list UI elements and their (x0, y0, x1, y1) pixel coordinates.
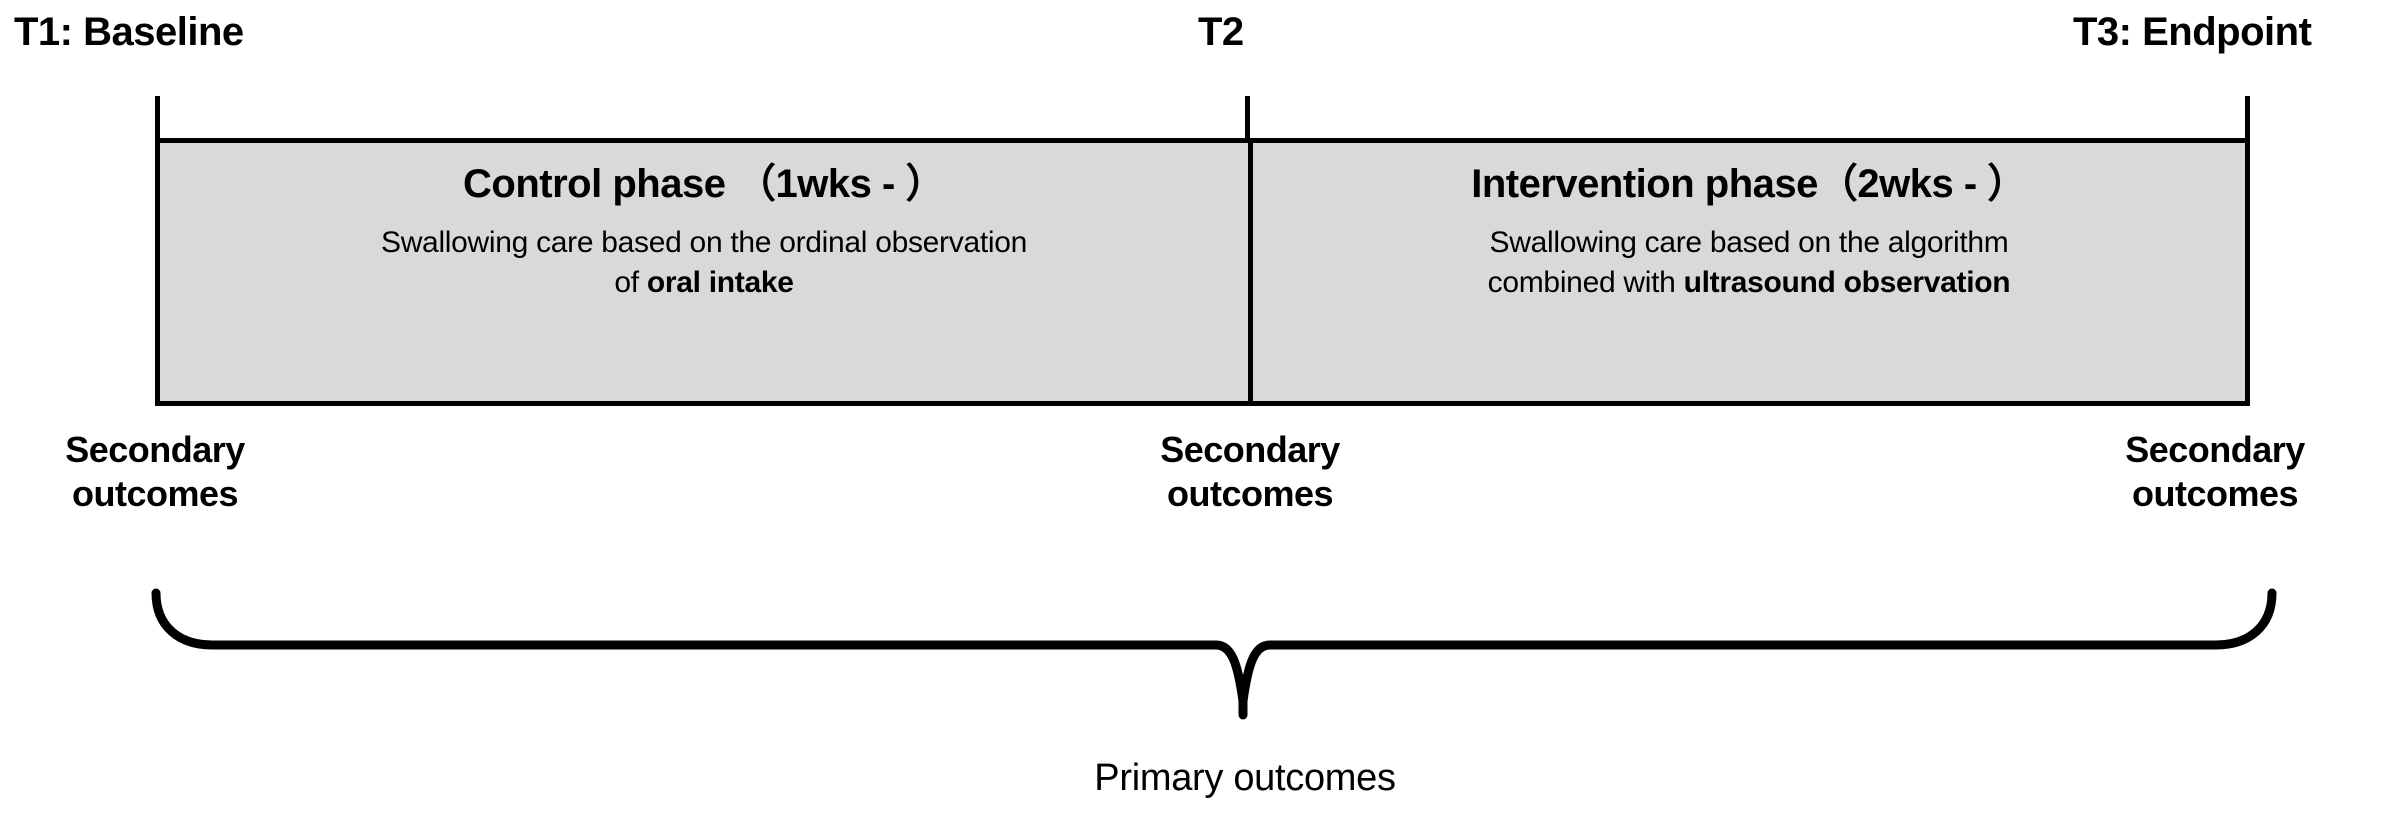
phase-intervention-description: Swallowing care based on the algorithm c… (1488, 223, 2011, 303)
phase-bar: Control phase （1wks - ） Swallowing care … (155, 138, 2250, 406)
phase-intervention: Intervention phase（2wks - ） Swallowing c… (1253, 143, 2245, 401)
phase-control-description: Swallowing care based on the ordinal obs… (381, 223, 1027, 303)
span-brace (151, 588, 2277, 720)
primary-outcomes-label: Primary outcomes (1094, 757, 1396, 799)
timepoint-tick-t1 (155, 96, 160, 142)
phase-intervention-description-emphasis: ultrasound observation (1683, 266, 2011, 299)
secondary-outcomes-label-t1: Secondary outcomes (65, 429, 245, 514)
timepoint-tick-t2 (1245, 96, 1250, 142)
phase-control-description-prefix: Swallowing care based on the ordinal obs… (380, 226, 1027, 299)
phase-control-title: Control phase （1wks - ） (463, 162, 945, 206)
phase-intervention-title: Intervention phase（2wks - ） (1471, 162, 2027, 206)
phase-control: Control phase （1wks - ） Swallowing care … (160, 143, 1253, 401)
timepoint-label-t2: T2 (1198, 10, 1244, 54)
timepoint-tick-t3 (2245, 96, 2250, 142)
secondary-outcomes-label-t2: Secondary outcomes (1160, 429, 1340, 514)
timepoint-label-t3: T3: Endpoint (2073, 10, 2312, 54)
phase-control-description-emphasis: oral intake (646, 266, 794, 299)
timepoint-label-t1: T1: Baseline (14, 10, 244, 54)
secondary-outcomes-label-t3: Secondary outcomes (2125, 429, 2305, 514)
phase-intervention-description-prefix: Swallowing care based on the algorithm c… (1487, 226, 2009, 299)
